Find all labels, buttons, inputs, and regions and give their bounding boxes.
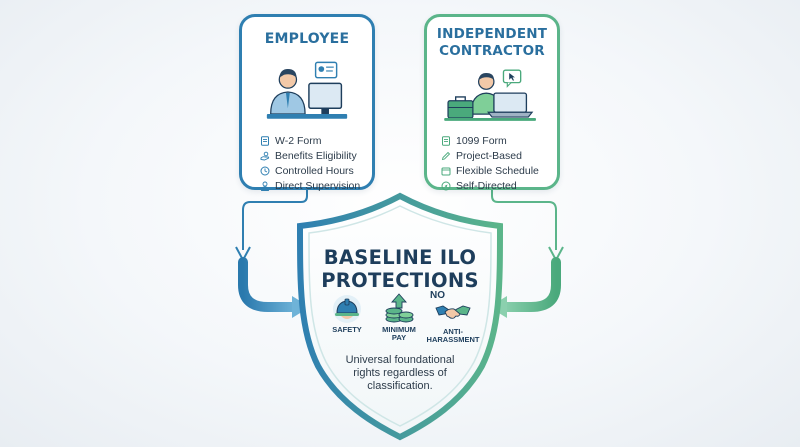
money-stack-icon [385, 293, 414, 323]
list-item: Self-Directed [441, 178, 539, 193]
list-item: Direct Supervision [260, 178, 360, 193]
no-badge: NO [430, 290, 445, 301]
list-item: Controlled Hours [260, 163, 360, 178]
clock-icon [260, 166, 270, 175]
protection-minimum-pay: MINIMUM PAY [366, 292, 432, 342]
shield-title: BASELINE ILO PROTECTIONS [321, 246, 479, 292]
calendar-icon [441, 167, 451, 175]
list-item: Flexible Schedule [441, 163, 539, 178]
shield-inner-outline [308, 205, 492, 427]
contractor-connector-line [491, 190, 557, 250]
form-icon [261, 135, 269, 146]
employee-attributes-list: W-2 Form Benefits Eligibility Controlled… [260, 133, 360, 193]
supervisor-icon [261, 181, 269, 191]
list-item: 1099 Form [441, 133, 539, 148]
form-icon [442, 135, 450, 146]
employee-at-desk-illustration [266, 61, 348, 119]
contractor-title: INDEPENDENT CONTRACTOR [436, 26, 548, 59]
contractor-card: INDEPENDENT CONTRACTOR 1099 Form Project… [424, 14, 560, 193]
employee-card: EMPLOYEE W-2 Form Benefits Eligibility C… [239, 14, 375, 193]
employee-title: EMPLOYEE [264, 31, 350, 47]
contractor-flow-arrow [498, 257, 561, 312]
protection-anti-harassment: NO ANTI- HARASSMENT [426, 290, 480, 344]
list-item: Project-Based [441, 148, 539, 163]
list-item: W-2 Form [260, 133, 360, 148]
contractor-attributes-list: 1099 Form Project-Based Flexible Schedul… [441, 133, 539, 193]
pencil-icon [441, 151, 451, 160]
employee-flow-arrow [238, 257, 301, 312]
contractor-with-laptop-illustration [444, 69, 536, 121]
handshake-icon [435, 305, 471, 319]
employee-connector-line [242, 190, 308, 250]
list-item: Benefits Eligibility [260, 148, 360, 163]
shield-caption: Universal foundational rights regardless… [345, 354, 455, 392]
protection-safety: SAFETY [314, 294, 380, 334]
benefits-icon [260, 151, 270, 160]
self-directed-icon [441, 181, 451, 190]
hard-hat-icon [333, 295, 361, 323]
